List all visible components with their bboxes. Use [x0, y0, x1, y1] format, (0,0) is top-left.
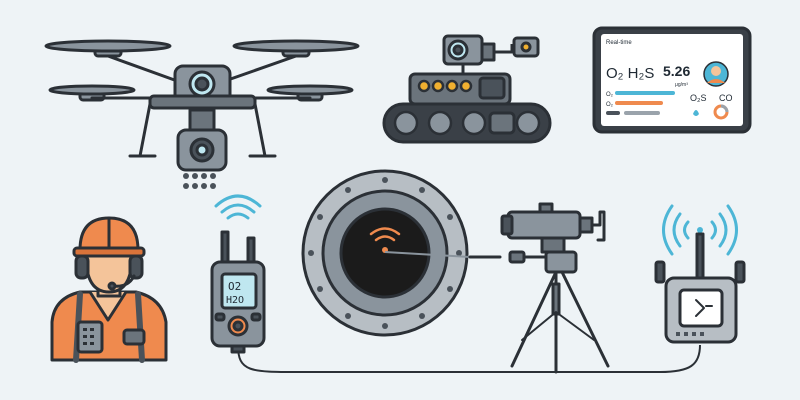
tripod-camera-icon	[468, 202, 610, 374]
drone-rotor	[232, 39, 360, 58]
droplet-icon	[693, 110, 699, 116]
worker-icon	[50, 216, 168, 363]
donut-chart-icon	[713, 104, 729, 120]
manhole-bolts	[308, 177, 462, 329]
drone-rotor	[44, 39, 172, 58]
crawler-robot-icon	[382, 34, 552, 144]
tablet-reading-unit: μg/m³	[675, 82, 688, 88]
tablet-header-label: Real-time	[606, 40, 632, 46]
tablet-bar	[615, 101, 663, 105]
wifi-signal-icon	[369, 227, 401, 253]
tablet-row-label: O₂	[606, 92, 614, 98]
tablet-reading-value: 5.26	[663, 63, 690, 79]
tablet-side-label: CO	[719, 93, 733, 103]
tablet-side-label: O₂S	[690, 93, 707, 103]
tablet-bar	[624, 111, 660, 115]
tablet-bar	[615, 91, 675, 95]
gas-meter-screen-line-1: O2	[228, 280, 241, 293]
manhole-icon	[301, 169, 471, 337]
drone-rotor	[266, 84, 354, 102]
wifi-signal-icon	[662, 204, 738, 256]
gas-meter-screen-line-2: H2O	[226, 295, 244, 306]
avatar-icon	[703, 61, 729, 87]
gas-detector-icon: O2 H2O	[210, 194, 266, 354]
tablet-bar	[606, 111, 620, 115]
tablet-gas-formula: O₂ H₂S	[606, 65, 654, 82]
wireless-router-icon	[654, 204, 746, 344]
tablet-monitor-icon: Real-time O₂ H₂S 5.26 μg/m³ O₂ O₂ O₂S CO	[592, 26, 752, 134]
wifi-signal-icon	[214, 194, 262, 220]
drone-icon	[44, 39, 360, 189]
drone-rotor	[48, 84, 136, 102]
tablet-row-label: O₂	[606, 102, 614, 108]
